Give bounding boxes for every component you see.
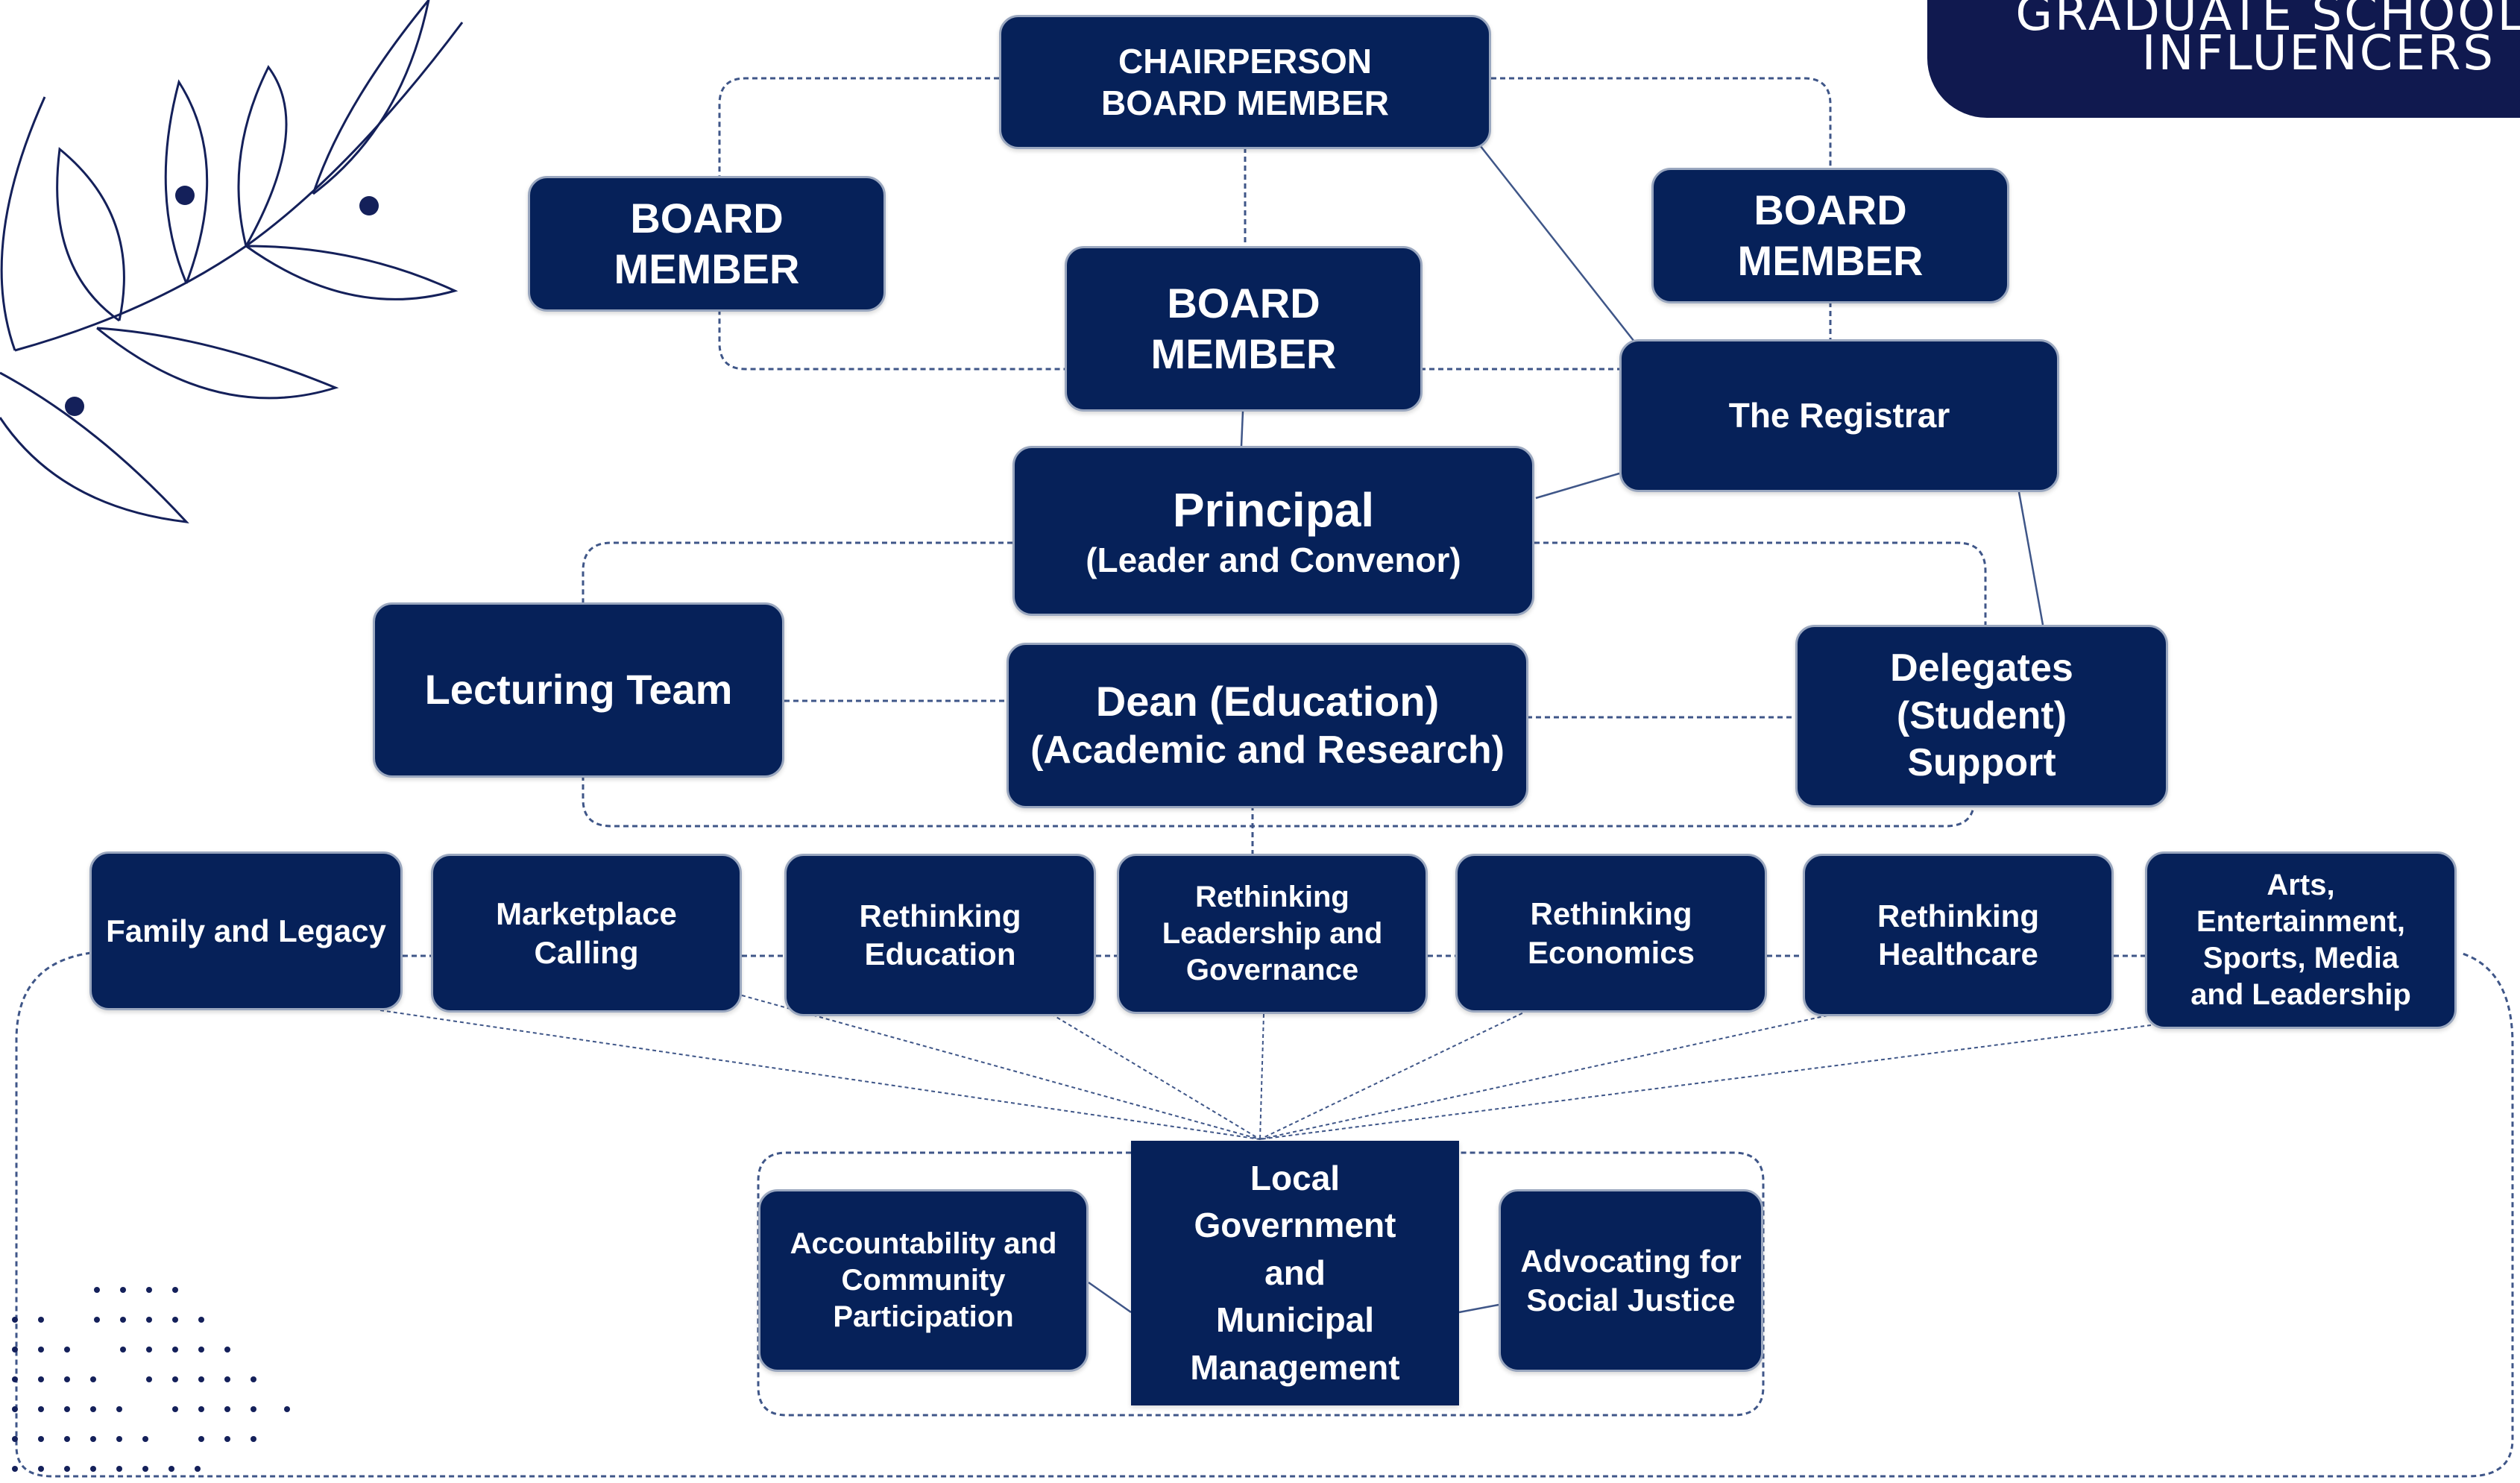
marketplace-calling-node: Marketplace Calling: [431, 854, 742, 1013]
dean-node: Dean (Education) (Academic and Research): [1007, 643, 1528, 808]
arts-line-1: Arts,: [2267, 869, 2335, 902]
dean-subtitle: (Academic and Research): [1030, 728, 1505, 772]
lecturing-team-node: Lecturing Team: [373, 602, 784, 778]
accountability-line-1: Accountability and: [790, 1227, 1057, 1261]
dean-title: Dean (Education): [1095, 678, 1440, 725]
marketplace-to-local-gov-connector: [741, 995, 1261, 1140]
advocating-line-1: Advocating for: [1520, 1244, 1742, 1279]
principal-title: Principal: [1172, 482, 1375, 537]
board-right-line-2: MEMBER: [1737, 237, 1924, 284]
local-government-node: Local Government and Municipal Managemen…: [1131, 1141, 1459, 1405]
arts-line-4: and Leadership: [2190, 977, 2411, 1011]
marketplace-line-2: Calling: [534, 934, 639, 970]
board-member-right-node: BOARD MEMBER: [1651, 168, 2009, 303]
leadership-line-3: Governance: [1185, 953, 1359, 986]
local-gov-line-2: Government: [1194, 1206, 1396, 1245]
arts-entertainment-node: Arts, Entertainment, Sports, Media and L…: [2145, 851, 2457, 1029]
education-to-local-gov-connector: [1050, 1013, 1261, 1140]
banner-title-line-2: INFLUENCERS: [2141, 26, 2495, 81]
leadership-to-local-gov-connector: [1259, 1013, 1264, 1140]
board-center-to-principal-connector: [1240, 411, 1244, 447]
arts-to-local-gov-connector: [1259, 1024, 2152, 1140]
delegates-line-1: Delegates: [1890, 646, 2073, 690]
lecturing-line-1: Lecturing Team: [424, 666, 733, 714]
healthcare-line-1: Rethinking: [1877, 898, 2039, 933]
chairperson-line-1: CHAIRPERSON: [1118, 41, 1372, 81]
delegates-line-3: Support: [1907, 741, 2056, 785]
local-gov-line-1: Local: [1250, 1158, 1341, 1197]
registrar-node: The Registrar: [1619, 339, 2059, 492]
principal-node: Principal (Leader and Convenor): [1012, 446, 1534, 616]
local-gov-line-4: Municipal: [1215, 1300, 1375, 1340]
principal-subtitle: (Leader and Convenor): [1086, 540, 1461, 579]
accountability-line-3: Participation: [833, 1300, 1014, 1333]
team-loop-connector: [582, 541, 1012, 602]
economics-line-2: Economics: [1527, 934, 1695, 970]
advocating-to-local-gov-connector: [1458, 1303, 1499, 1314]
healthcare-line-2: Healthcare: [1878, 936, 2038, 972]
economics-to-local-gov-connector: [1259, 1010, 1529, 1140]
registrar-to-principal-connector: [1535, 472, 1620, 500]
family-line-1: Family and Legacy: [106, 913, 386, 948]
board-left-line-1: BOARD: [630, 194, 784, 242]
economics-line-1: Rethinking: [1530, 896, 1692, 932]
delegates-line-2: (Student): [1896, 693, 2067, 737]
chairperson-node: CHAIRPERSON BOARD MEMBER: [999, 15, 1491, 149]
advocating-line-2: Social Justice: [1526, 1282, 1736, 1317]
delegates-node: Delegates (Student) Support: [1795, 625, 2168, 807]
family-legacy-node: Family and Legacy: [89, 851, 403, 1010]
leadership-line-2: Leadership and: [1162, 917, 1383, 951]
rethinking-education-node: Rethinking Education: [784, 854, 1096, 1016]
family-to-local-gov-connector: [379, 1010, 1261, 1140]
board-member-center-node: BOARD MEMBER: [1065, 246, 1423, 412]
rethinking-healthcare-node: Rethinking Healthcare: [1803, 854, 2114, 1016]
advocating-node: Advocating for Social Justice: [1499, 1189, 1763, 1372]
chairperson-line-2: BOARD MEMBER: [1101, 84, 1389, 122]
school-title-banner: GRADUATE SCHOOL O INFLUENCERS: [1927, 0, 2520, 118]
registrar-to-delegates-connector: [2017, 491, 2044, 626]
education-line-2: Education: [864, 936, 1016, 972]
board-left-line-2: MEMBER: [614, 245, 800, 292]
local-gov-line-3: and: [1264, 1253, 1326, 1292]
leadership-line-1: Rethinking: [1195, 881, 1349, 914]
accountability-node: Accountability and Community Participati…: [758, 1189, 1089, 1372]
local-gov-loop-connector: [757, 1151, 1765, 1417]
local-gov-line-5: Management: [1190, 1347, 1400, 1387]
banner-title-line-1: GRADUATE SCHOOL O: [2015, 0, 2520, 42]
education-line-1: Rethinking: [859, 898, 1021, 933]
team-loop-bottom-connector: [582, 775, 1976, 828]
leaf-branch-icon: [0, 0, 464, 523]
accountability-line-2: Community: [841, 1264, 1006, 1297]
rethinking-economics-node: Rethinking Economics: [1455, 854, 1767, 1013]
programme-loop-connector: [15, 951, 2514, 1478]
marketplace-line-1: Marketplace: [496, 896, 677, 932]
rethinking-leadership-node: Rethinking Leadership and Governance: [1117, 854, 1428, 1014]
team-loop-right-connector: [1534, 541, 1987, 626]
accountability-to-local-gov-connector: [1088, 1281, 1132, 1314]
board-center-line-2: MEMBER: [1150, 330, 1337, 377]
board-loop-right-connector: [1491, 77, 1832, 168]
registrar-line-1: The Registrar: [1728, 396, 1950, 435]
chair-to-registrar-connector: [1479, 145, 1635, 342]
board-center-line-1: BOARD: [1167, 279, 1320, 327]
board-right-line-1: BOARD: [1754, 186, 1907, 233]
dot-pattern-icon: [12, 1287, 290, 1472]
arts-line-2: Entertainment,: [2196, 905, 2406, 939]
board-member-left-node: BOARD MEMBER: [528, 176, 886, 312]
arts-line-3: Sports, Media: [2202, 942, 2399, 975]
